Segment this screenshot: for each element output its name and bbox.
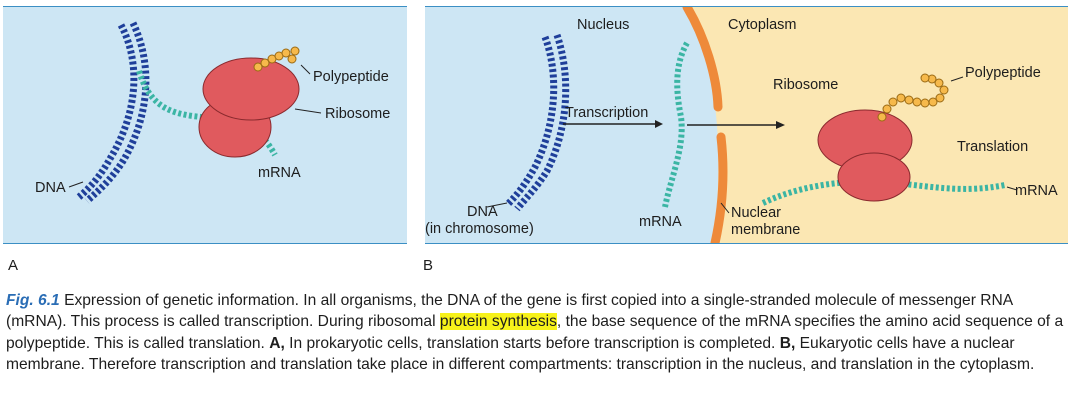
panel-a-illustration <box>68 21 322 204</box>
label-dna-in-chromosome: (in chromosome) <box>425 221 534 237</box>
caption-text-2: , the base sequence of the mRNA specifie… <box>6 313 1064 352</box>
label-polypeptide: Polypeptide <box>313 69 389 85</box>
panel-b-illustration <box>486 7 1068 243</box>
caption-label-b: B, <box>779 334 796 352</box>
label-ribosome: Ribosome <box>773 77 839 93</box>
caption-label-a: A, <box>269 334 285 352</box>
ribosome-small-subunit <box>837 152 911 202</box>
label-mrna-cytoplasm: mRNA <box>1015 183 1058 199</box>
caption-text-1: Expression of genetic information. In al… <box>6 292 1013 331</box>
label-dna: DNA <box>35 180 66 196</box>
caption-text-4: Eukaryotic cells have a nuclear membrane… <box>6 334 1035 374</box>
polypeptide-chain <box>877 73 949 122</box>
polypeptide-chain <box>253 46 300 72</box>
nuclear-membrane-lower <box>710 132 728 243</box>
caption-text-3: In prokaryotic cells, translation starts… <box>284 334 780 352</box>
ribosome-large-subunit <box>202 57 300 121</box>
dna-strand-1 <box>76 23 138 200</box>
dna-strand-2 <box>84 21 150 204</box>
nuclear-membrane-upper <box>682 7 723 112</box>
label-cytoplasm: Cytoplasm <box>728 17 797 33</box>
label-ribosome: Ribosome <box>325 106 391 122</box>
mrna-strand-nucleus <box>662 41 690 208</box>
label-dna: DNA <box>467 204 498 220</box>
panel-b-letter: B <box>423 257 434 274</box>
label-transcription: Transcription <box>565 105 649 121</box>
dna-strand-1 <box>504 35 558 208</box>
label-mrna: mRNA <box>258 165 301 181</box>
figure-caption: Fig. 6.1 Expression of genetic informati… <box>6 290 1066 376</box>
label-translation: Translation <box>957 139 1029 155</box>
panel-a-letter: A <box>8 257 19 274</box>
figure-number: Fig. 6.1 <box>6 292 60 309</box>
panel-a-prokaryote-diagram: Polypeptide Ribosome mRNA DNA <box>3 6 407 244</box>
label-nuclear-membrane-line1: Nuclear <box>731 205 781 221</box>
label-polypeptide: Polypeptide <box>965 65 1041 81</box>
panel-b-eukaryote-diagram: Nucleus Cytoplasm Transcription Ribosome… <box>425 6 1068 244</box>
label-nuclear-membrane-line2: membrane <box>731 222 801 238</box>
label-nucleus: Nucleus <box>577 17 630 33</box>
dna-strand-2 <box>514 33 570 212</box>
caption-highlight: protein synthesis <box>439 313 557 331</box>
label-mrna-nucleus: mRNA <box>639 214 682 230</box>
